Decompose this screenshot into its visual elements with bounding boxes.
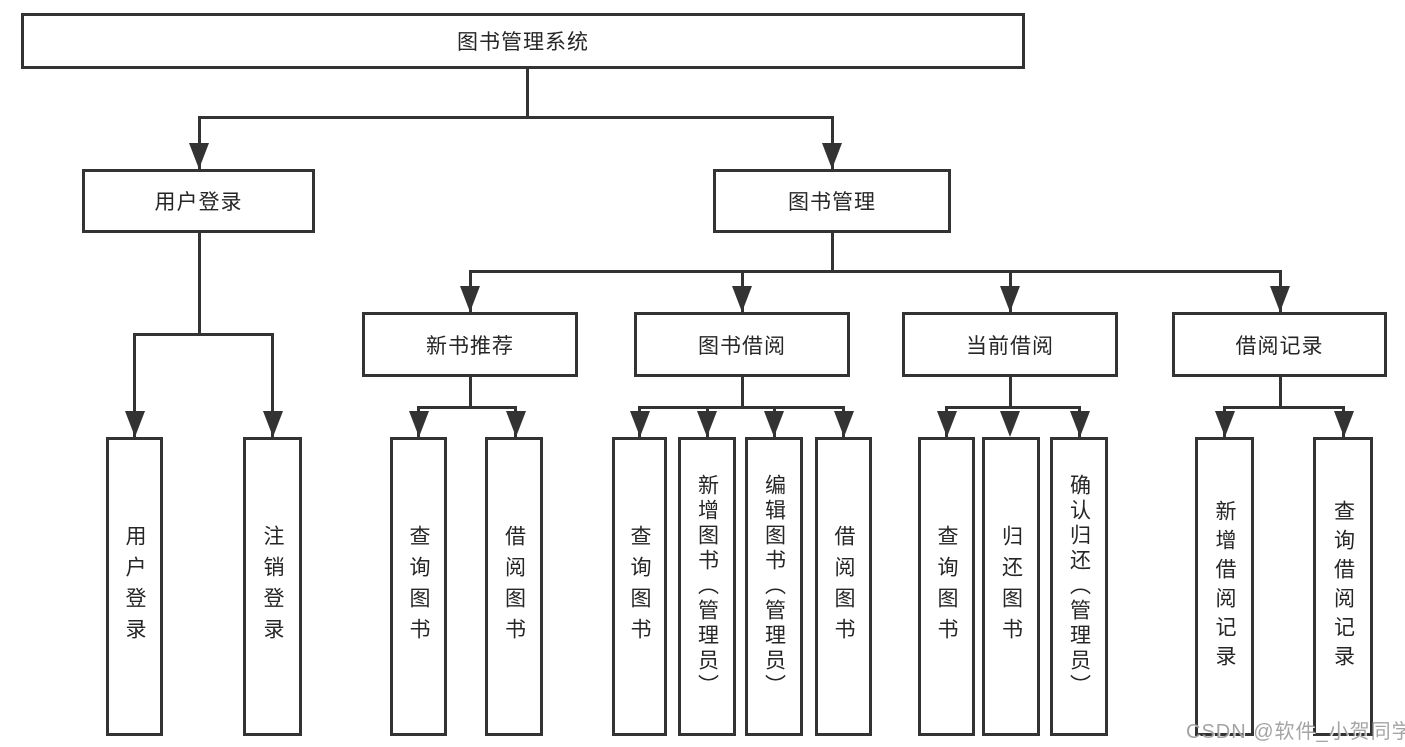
leaf-cb-confirm-return: 确认归还（管理员） [1050,437,1108,736]
node-current-borrowing-label: 当前借阅 [966,334,1054,358]
node-book-management-label: 图书管理 [788,191,876,214]
connector-br-stub [1278,377,1282,408]
leaf-bb-edit-books: 编辑图书（管理员） [745,437,803,736]
arrow-down-icon [764,411,784,437]
arrow-down-icon [1069,411,1090,437]
connector-book-management-stub [830,233,834,272]
arrow-down-icon [1000,411,1020,437]
node-new-book-recommend-label: 新书推荐 [426,334,514,358]
node-book-borrowing-label: 图书借阅 [698,334,786,358]
leaf-cb-query-books: 查询图书 [918,437,975,736]
connector-user-login-stub [197,233,201,335]
arrow-down-icon [460,286,480,312]
leaf-br-add-record: 新增借阅记录 [1195,437,1254,736]
arrow-down-icon [1333,411,1354,437]
leaf-logout: 注销登录 [243,437,302,736]
leaf-br-query-record: 查询借阅记录 [1313,437,1373,736]
arrow-down-icon [189,143,209,169]
arrow-down-icon [822,143,842,169]
connector-to-user-login [197,115,201,170]
leaf-bb-edit-books-label: 编辑图书（管理员） [762,474,786,699]
leaf-nbr-borrow-books: 借阅图书 [485,437,543,736]
leaf-logout-label: 注销登录 [261,524,284,649]
node-root-label: 图书管理系统 [457,31,589,54]
leaf-nbr-query-books-label: 查询图书 [407,524,430,649]
connector-cb-stub [1008,377,1012,408]
leaf-nbr-borrow-books-label: 借阅图书 [502,524,526,649]
leaf-cb-return-books-label: 归还图书 [999,524,1023,649]
leaf-cb-confirm-return-label: 确认归还（管理员） [1067,474,1091,699]
arrow-down-icon [1000,286,1020,312]
node-borrowing-records: 借阅记录 [1172,312,1387,377]
connector-br-hline [1223,405,1345,409]
watermark: CSDN @软件_小贺同学 [1186,721,1405,743]
connector-cb-hline [945,405,1081,409]
connector-root-stub [525,69,529,118]
leaf-bb-query-books: 查询图书 [612,437,667,736]
arrow-down-icon [697,411,717,437]
leaf-cb-query-books-label: 查询图书 [935,524,958,649]
connector-level2-hline [197,115,834,119]
node-user-login: 用户登录 [82,169,315,233]
node-current-borrowing: 当前借阅 [902,312,1118,377]
node-root: 图书管理系统 [21,13,1025,69]
node-user-login-label: 用户登录 [154,191,243,214]
leaf-br-add-record-label: 新增借阅记录 [1213,499,1236,674]
arrow-down-icon [124,411,145,437]
leaf-bb-query-books-label: 查询图书 [628,524,651,649]
connector-nbr-stub [468,377,472,408]
arrow-down-icon [505,411,526,437]
connector-nbr-hline [417,405,517,409]
leaf-nbr-query-books: 查询图书 [390,437,447,736]
node-new-book-recommend: 新书推荐 [362,312,578,377]
leaf-bb-borrow-books-label: 借阅图书 [832,524,855,649]
connector-bb-hline [638,405,845,409]
connector-bb-stub [740,377,744,408]
arrow-down-icon [732,286,752,312]
connector-level3-hline [468,269,1282,273]
arrow-down-icon [408,411,429,437]
connector-to-leaf-logout [271,332,274,437]
connector-to-book-management [830,115,834,170]
arrow-down-icon [833,411,854,437]
node-book-management: 图书管理 [713,169,951,233]
leaf-user-login: 用户登录 [106,437,163,736]
arrow-down-icon [262,411,283,437]
leaf-cb-return-books: 归还图书 [982,437,1040,736]
connector-user-login-hline [133,332,274,336]
node-book-borrowing: 图书借阅 [634,312,850,377]
arrow-down-icon [1270,286,1290,312]
node-borrowing-records-label: 借阅记录 [1235,334,1324,358]
leaf-br-query-record-label: 查询借阅记录 [1331,499,1355,674]
leaf-bb-borrow-books: 借阅图书 [815,437,872,736]
leaf-user-login-label: 用户登录 [123,524,146,649]
leaf-bb-add-books-label: 新增图书（管理员） [695,474,719,699]
arrow-down-icon [936,411,957,437]
connector-to-leaf-user-login [133,332,136,437]
arrow-down-icon [629,411,650,437]
leaf-bb-add-books: 新增图书（管理员） [678,437,736,736]
arrow-down-icon [1214,411,1235,437]
